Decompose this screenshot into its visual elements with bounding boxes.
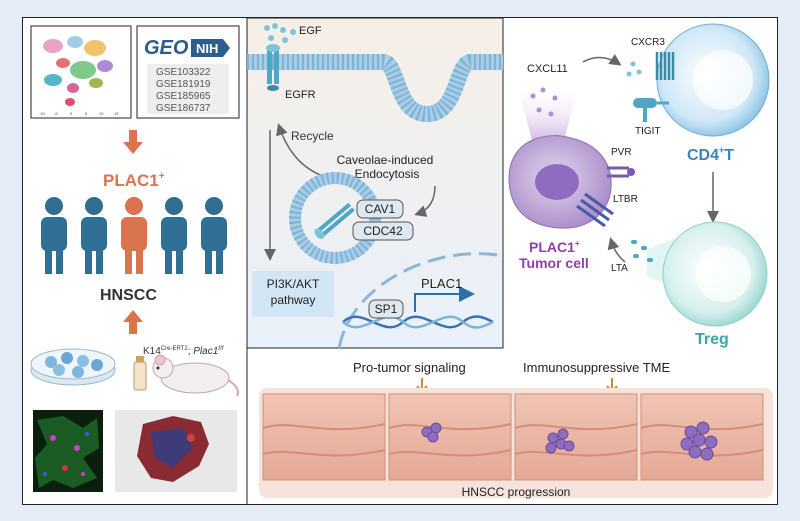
tissue-section <box>640 393 764 481</box>
cxcr3-label: CXCR3 <box>631 37 665 48</box>
egf-label: EGF <box>299 25 322 37</box>
plasma-membrane <box>247 54 503 123</box>
dataset-id: GSE185965 <box>156 91 211 102</box>
cdc42-label: CDC42 <box>363 224 403 238</box>
transcription-arrow <box>414 286 475 312</box>
plac1-label: PLAC1+ <box>103 171 165 190</box>
cd4-t-label: CD4+T <box>687 145 734 164</box>
umap-tick: 5 <box>85 111 88 116</box>
chemotaxis-arrow <box>582 54 622 66</box>
mouse-model-label: K14Cre-ERT2; Plac1f/f <box>143 346 225 357</box>
treg-label: Treg <box>695 331 729 348</box>
pathway-label-line2: pathway <box>271 293 316 307</box>
patient-cohort <box>41 197 227 274</box>
person-icon <box>201 197 227 274</box>
lta-label: LTA <box>611 263 628 274</box>
sp1-box <box>368 299 404 319</box>
pi3k-akt-box <box>252 271 334 317</box>
umap-tick: 10 <box>99 111 104 116</box>
cav1-box <box>356 199 404 219</box>
ltbr-receptor-icon <box>576 192 614 228</box>
pro-tumor-label: Pro-tumor signaling <box>353 360 466 375</box>
mouse-icon <box>152 354 239 397</box>
cav1-label: CAV1 <box>365 202 396 216</box>
pvr-receptor-icon <box>607 166 635 178</box>
person-icon-highlighted <box>121 197 147 274</box>
figure-frame: -10 -5 0 5 10 15 GEO NIH GSE103322 GSE18… <box>22 17 778 505</box>
tissue-section <box>262 393 386 481</box>
egfr-label: EGFR <box>285 89 316 101</box>
up-arrow-icon <box>123 310 143 334</box>
middle-panel: EGF EGFR Recycle Caveolae-induced Endocy… <box>246 18 504 349</box>
cxcr3-receptor-icon <box>655 52 675 80</box>
lta-ligand-icons <box>631 240 653 262</box>
plac1-tumor-cell <box>508 135 612 229</box>
tumor-cluster-icon <box>680 421 718 461</box>
cxcl11-label: CXCL11 <box>527 63 568 75</box>
pvr-label: PVR <box>611 147 632 158</box>
person-icon <box>41 197 67 274</box>
dataset-id: GSE181919 <box>156 79 211 90</box>
tigit-receptor-icon <box>633 98 669 122</box>
dataset-id: GSE186737 <box>156 103 211 114</box>
immunofluorescence-image <box>33 410 103 492</box>
immuno-label: Immunosuppressive TME <box>523 360 670 375</box>
egfr-receptor-icon <box>266 44 280 91</box>
person-icon <box>81 197 107 274</box>
secretion-cone <box>517 84 579 144</box>
tamoxifen-bottle-icon <box>133 356 147 391</box>
tigit-label: TIGIT <box>635 126 661 137</box>
person-icon <box>161 197 187 274</box>
umap-tick: 15 <box>114 111 119 116</box>
dataset-id: GSE103322 <box>156 67 211 78</box>
plac1-gene-label: PLAC1 <box>421 276 462 291</box>
caveolae-label-line2: Endocytosis <box>355 167 420 181</box>
lta-arrow <box>607 237 626 263</box>
progression-label: HNSCC progression <box>462 485 571 499</box>
spatial-transcriptomics-image <box>115 410 237 492</box>
nih-badge-shape <box>191 39 230 57</box>
internalized-egfr-icon <box>314 202 355 239</box>
tumor-cluster-icon <box>421 422 442 443</box>
secreted-chemokine-icons <box>530 87 558 117</box>
tumor-cluster-icon <box>545 428 575 454</box>
figure-canvas: -10 -5 0 5 10 15 GEO NIH GSE103322 GSE18… <box>30 18 773 504</box>
nucleus-boundary <box>337 252 504 349</box>
egf-ligand-icons <box>264 23 296 43</box>
tissue-section <box>388 393 512 481</box>
nih-badge: NIH <box>196 41 218 56</box>
tissue-section <box>514 393 638 481</box>
cxcl11-chemokine-icons <box>626 61 642 77</box>
sp1-label: SP1 <box>375 302 398 316</box>
umap-tick: -10 <box>39 111 46 116</box>
treg-cell <box>647 221 768 327</box>
dna-helix-icon <box>342 315 494 329</box>
hnscc-label: HNSCC <box>100 287 157 304</box>
umap-tick: 0 <box>70 111 73 116</box>
geo-box: GEO NIH GSE103322 GSE181919 GSE185965 GS… <box>136 25 240 119</box>
bottom-panel: Pro-tumor signaling Immunosuppressive TM… <box>259 360 773 499</box>
down-arrow-icon <box>123 130 143 154</box>
umap-plot: -10 -5 0 5 10 15 <box>30 25 132 119</box>
left-panel: -10 -5 0 5 10 15 GEO NIH GSE103322 GSE18… <box>30 18 248 504</box>
geo-logo: GEO <box>144 37 189 59</box>
caveolae-label-line1: Caveolae-induced <box>337 153 434 167</box>
ltbr-label: LTBR <box>613 194 638 205</box>
cell-culture-dish-icon <box>30 348 116 386</box>
tumor-label-line2: Tumor cell <box>519 255 589 271</box>
tumor-label-line1: PLAC1+ <box>529 239 580 255</box>
right-panel: CD4+T CXCR3 TIGIT CXCL11 PLAC1+ Tumor c <box>508 23 770 348</box>
umap-tick: -5 <box>54 111 58 116</box>
pathway-label-line1: PI3K/AKT <box>267 277 320 291</box>
cdc42-box <box>352 221 414 241</box>
recycle-label: Recycle <box>291 129 334 143</box>
endocytosis-arrow <box>414 185 436 217</box>
